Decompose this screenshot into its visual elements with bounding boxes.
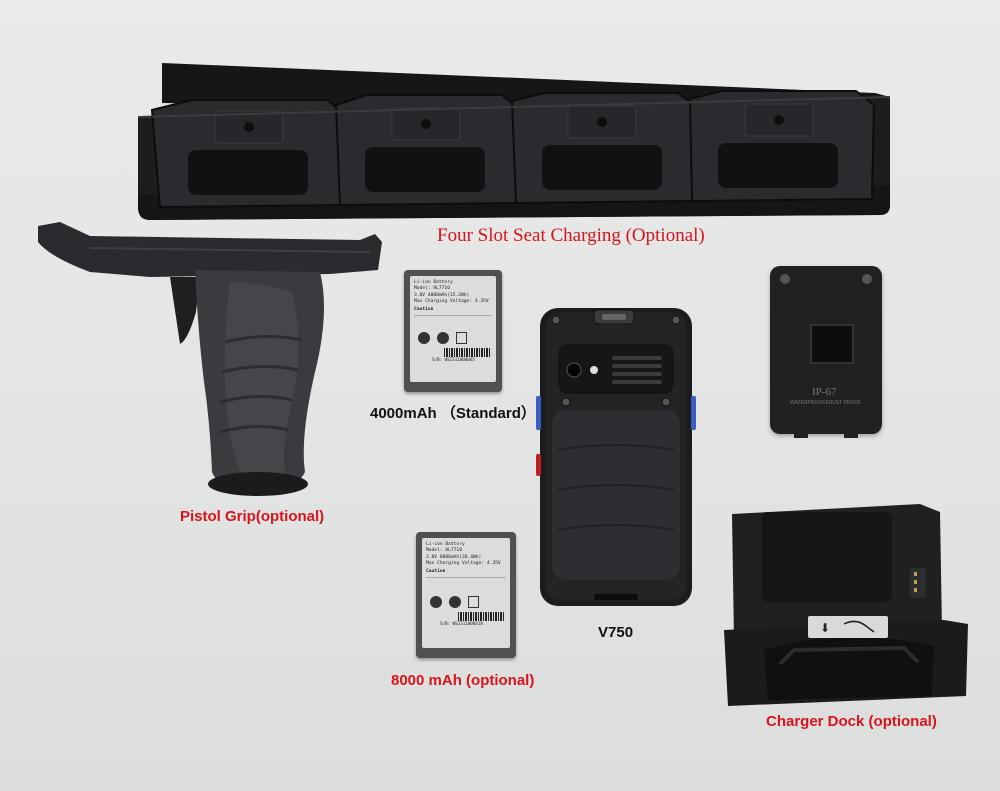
recycle-icon xyxy=(418,332,430,345)
device-label: V750 xyxy=(598,624,634,641)
cover-rating: IP-67 xyxy=(812,386,837,398)
no-fire-icon xyxy=(449,596,461,609)
battery-optional-label: 8000 mAh (optional) xyxy=(391,672,535,689)
battery-serial: S/N: WS2311000418 xyxy=(440,621,483,627)
cover-tab xyxy=(844,432,858,438)
battery-text-line: 3.8V 8000mAh(30.4Wh) xyxy=(426,554,482,560)
battery-barcode xyxy=(458,612,504,622)
bin-icon xyxy=(456,332,467,345)
back-cover: IP-67 WATERPROOF&DUST PROOF xyxy=(770,266,882,438)
svg-text:⬇: ⬇ xyxy=(820,621,830,635)
pistol-grip xyxy=(38,222,382,496)
no-fire-icon xyxy=(437,332,449,345)
battery-caution: Caution xyxy=(414,307,434,313)
cover-screw xyxy=(780,274,790,284)
battery-standard-label: 4000mAh （Standard） xyxy=(370,405,536,422)
recycle-icon xyxy=(430,596,442,609)
battery-text-line: Li-ion Battery xyxy=(414,280,453,285)
battery-serial: S/N: WS2311000065 xyxy=(432,357,475,363)
battery-optional: Li-ion Battery Model: HL7710 3.8V 8000mA… xyxy=(416,532,516,658)
charger-dock-label: Charger Dock (optional) xyxy=(766,713,937,730)
cover-subtitle: WATERPROOF&DUST PROOF xyxy=(790,400,862,406)
battery-text-line: Model: HL7710 xyxy=(426,548,462,554)
battery-standard: Li-ion Battery Model: HL7710 3.8V 4000mA… xyxy=(404,270,502,392)
battery-text-line: Max Charging Voltage: 4.35V xyxy=(414,298,489,304)
cover-label-window xyxy=(810,324,854,364)
battery-text-line: Li-ion Battery xyxy=(426,542,465,547)
battery-text-line: Max Charging Voltage: 4.35V xyxy=(426,560,501,566)
four-slot-charger xyxy=(137,63,891,220)
battery-text-line: Model: HL7710 xyxy=(414,286,450,292)
battery-icons xyxy=(430,596,506,609)
bin-icon xyxy=(468,596,479,609)
battery-standard-sticker: Li-ion Battery Model: HL7710 3.8V 4000mA… xyxy=(410,276,496,382)
pistol-grip-label: Pistol Grip(optional) xyxy=(180,508,325,525)
v750-device xyxy=(536,308,696,606)
battery-barcode xyxy=(444,348,490,358)
battery-optional-sticker: Li-ion Battery Model: HL7710 3.8V 8000mA… xyxy=(422,538,510,648)
battery-caution: Caution xyxy=(426,569,446,575)
battery-text-line: 3.8V 4000mAh(15.2Wh) xyxy=(414,292,470,298)
cover-screw xyxy=(862,274,872,284)
cover-tab xyxy=(794,432,808,438)
four-slot-charger-label: Four Slot Seat Charging (Optional) xyxy=(437,225,705,246)
battery-icons xyxy=(418,332,492,345)
charger-dock: ⬇ xyxy=(724,504,968,706)
